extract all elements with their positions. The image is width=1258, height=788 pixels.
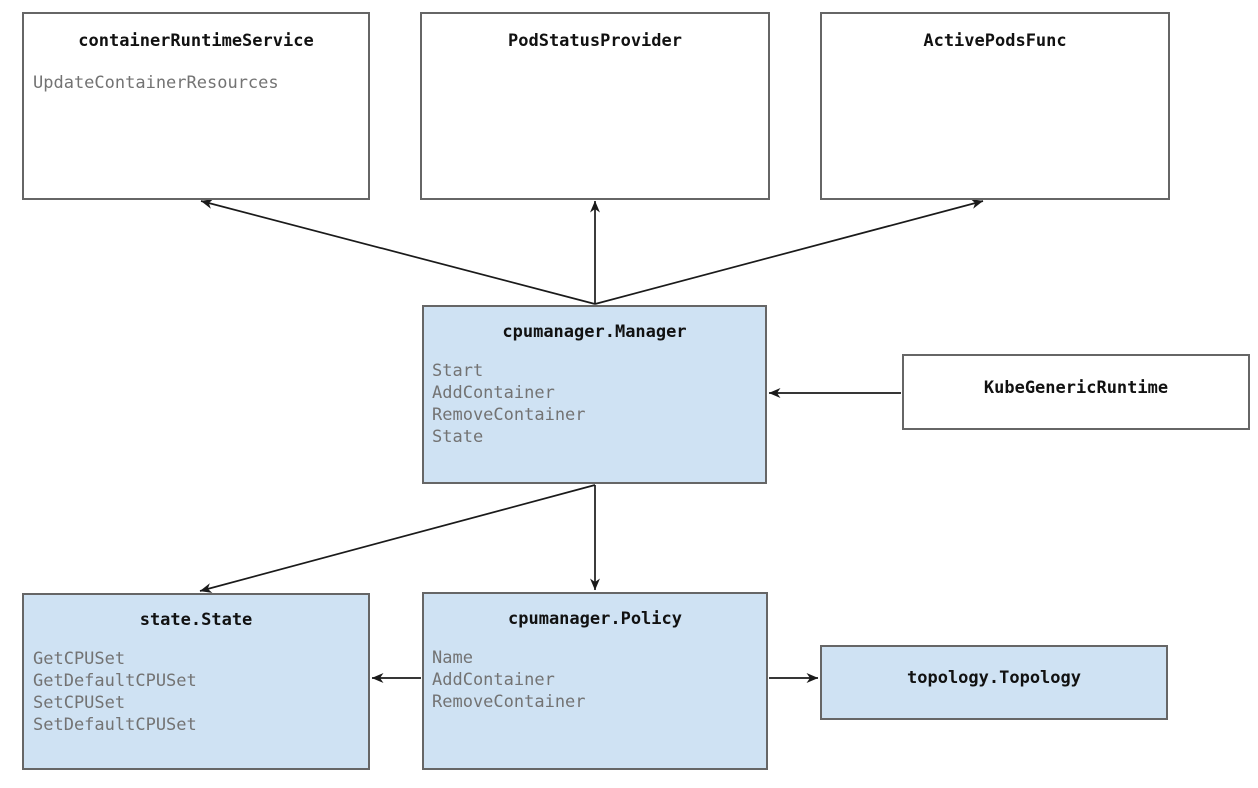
node-pod-status-provider[interactable]: PodStatusProvider — [420, 12, 770, 200]
node-title: PodStatusProvider — [508, 31, 682, 51]
node-member-list: UpdateContainerResources — [24, 72, 368, 94]
node-member: RemoveContainer — [432, 692, 586, 712]
node-cpumanager-policy[interactable]: cpumanager.Policy Name AddContainer Remo… — [422, 592, 768, 770]
node-kube-generic-runtime[interactable]: KubeGenericRuntime — [902, 354, 1250, 430]
node-title: KubeGenericRuntime — [983, 378, 1169, 398]
node-member-list: Start AddContainer RemoveContainer State — [424, 360, 765, 448]
node-member: UpdateContainerResources — [33, 73, 279, 93]
node-member: RemoveContainer — [432, 405, 586, 425]
edge-manager-to-active-pods-func — [594, 199, 984, 305]
node-active-pods-func[interactable]: ActivePodsFunc — [820, 12, 1170, 200]
node-member: Start — [432, 361, 484, 381]
node-container-runtime-service[interactable]: containerRuntimeService UpdateContainerR… — [22, 12, 370, 200]
node-state-state[interactable]: state.State GetCPUSet GetDefaultCPUSet S… — [22, 593, 370, 770]
node-member: SetDefaultCPUSet — [33, 715, 197, 735]
node-member: GetDefaultCPUSet — [33, 671, 197, 691]
node-title: topology.Topology — [907, 668, 1081, 688]
node-member: SetCPUSet — [33, 693, 126, 713]
edge-manager-to-container-runtime-service — [200, 199, 596, 305]
node-topology-topology[interactable]: topology.Topology — [820, 645, 1168, 720]
node-member: State — [432, 427, 484, 447]
node-member: Name — [432, 648, 473, 668]
node-title: ActivePodsFunc — [923, 31, 1067, 51]
node-member-list: Name AddContainer RemoveContainer — [424, 647, 766, 713]
node-title: containerRuntimeService — [78, 31, 314, 51]
node-member: AddContainer — [432, 383, 555, 403]
node-title: state.State — [139, 610, 253, 630]
node-title: cpumanager.Policy — [508, 609, 682, 629]
node-member-list: GetCPUSet GetDefaultCPUSet SetCPUSet Set… — [24, 648, 368, 736]
node-member: GetCPUSet — [33, 649, 126, 669]
edge-manager-to-state-state — [199, 484, 596, 593]
node-cpumanager-manager[interactable]: cpumanager.Manager Start AddContainer Re… — [422, 305, 767, 484]
node-member: AddContainer — [432, 670, 555, 690]
node-title: cpumanager.Manager — [502, 322, 687, 342]
